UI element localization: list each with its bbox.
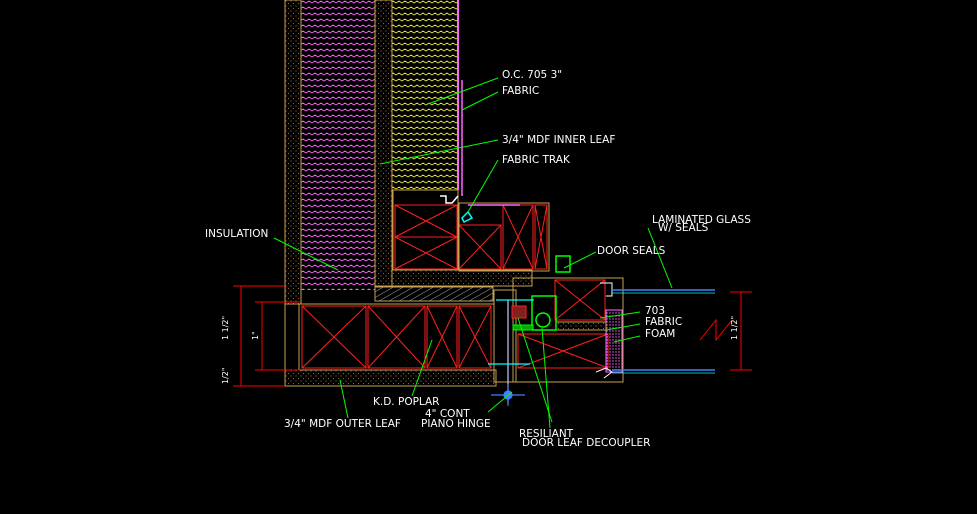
fabric-foam-strip xyxy=(605,309,623,373)
label-door-seals: DOOR SEALS xyxy=(597,245,666,257)
lower-blocks xyxy=(284,303,497,387)
inner-leaf-ledge xyxy=(391,269,533,287)
label-mdf-outer-leaf: 3/4" MDF OUTER LEAF xyxy=(284,418,401,430)
label-resiliant: RESILIANT xyxy=(519,428,574,440)
door-leaf xyxy=(493,255,624,383)
dimension-lines xyxy=(233,285,752,387)
label-fabric: FABRIC xyxy=(502,85,539,97)
label-703: 703 xyxy=(645,305,665,317)
leader-lines xyxy=(273,77,673,429)
upper-blocks xyxy=(392,189,550,272)
dim-left-bottom: 1/2" xyxy=(221,367,230,384)
dim-left-inner: 1" xyxy=(251,331,260,340)
horizontal-insulation xyxy=(374,286,494,302)
label-insulation: INSULATION xyxy=(205,228,268,240)
dim-right: 1 1/2" xyxy=(730,316,739,340)
wall-assembly xyxy=(284,0,533,305)
label-fabric-foam-fabric: FABRIC xyxy=(645,316,682,328)
piano-hinge xyxy=(488,299,534,406)
label-foam: FOAM xyxy=(645,328,675,340)
label-4in-cont: 4" CONT xyxy=(425,408,470,420)
label-kd-poplar: K.D. POPLAR xyxy=(373,396,439,408)
fabric-trak-profile xyxy=(440,195,520,224)
dim-left-outer: 1 1/2" xyxy=(221,316,230,340)
label-fabric-trak: FABRIC TRAK xyxy=(502,154,571,166)
label-mdf-inner-leaf: 3/4" MDF INNER LEAF xyxy=(502,134,615,146)
inner-mdf-strip xyxy=(374,0,393,287)
label-oc705: O.C. 705 3" xyxy=(502,69,562,81)
insulation-fill xyxy=(301,0,375,290)
outer-mdf-layer xyxy=(284,0,302,305)
outer-leaf-bottom xyxy=(284,369,497,387)
panel-703-fill xyxy=(392,0,458,190)
label-door-leaf-decoupler: DOOR LEAF DECOUPLER xyxy=(522,437,650,449)
annotation-labels: O.C. 705 3" FABRIC 3/4" MDF INNER LEAF F… xyxy=(205,69,751,449)
label-with-seals: W/ SEALS xyxy=(658,222,709,234)
label-laminated-glass: LAMINATED GLASS xyxy=(652,214,751,226)
laminated-glass xyxy=(612,289,715,374)
label-piano-hinge: PIANO HINGE xyxy=(421,418,491,430)
